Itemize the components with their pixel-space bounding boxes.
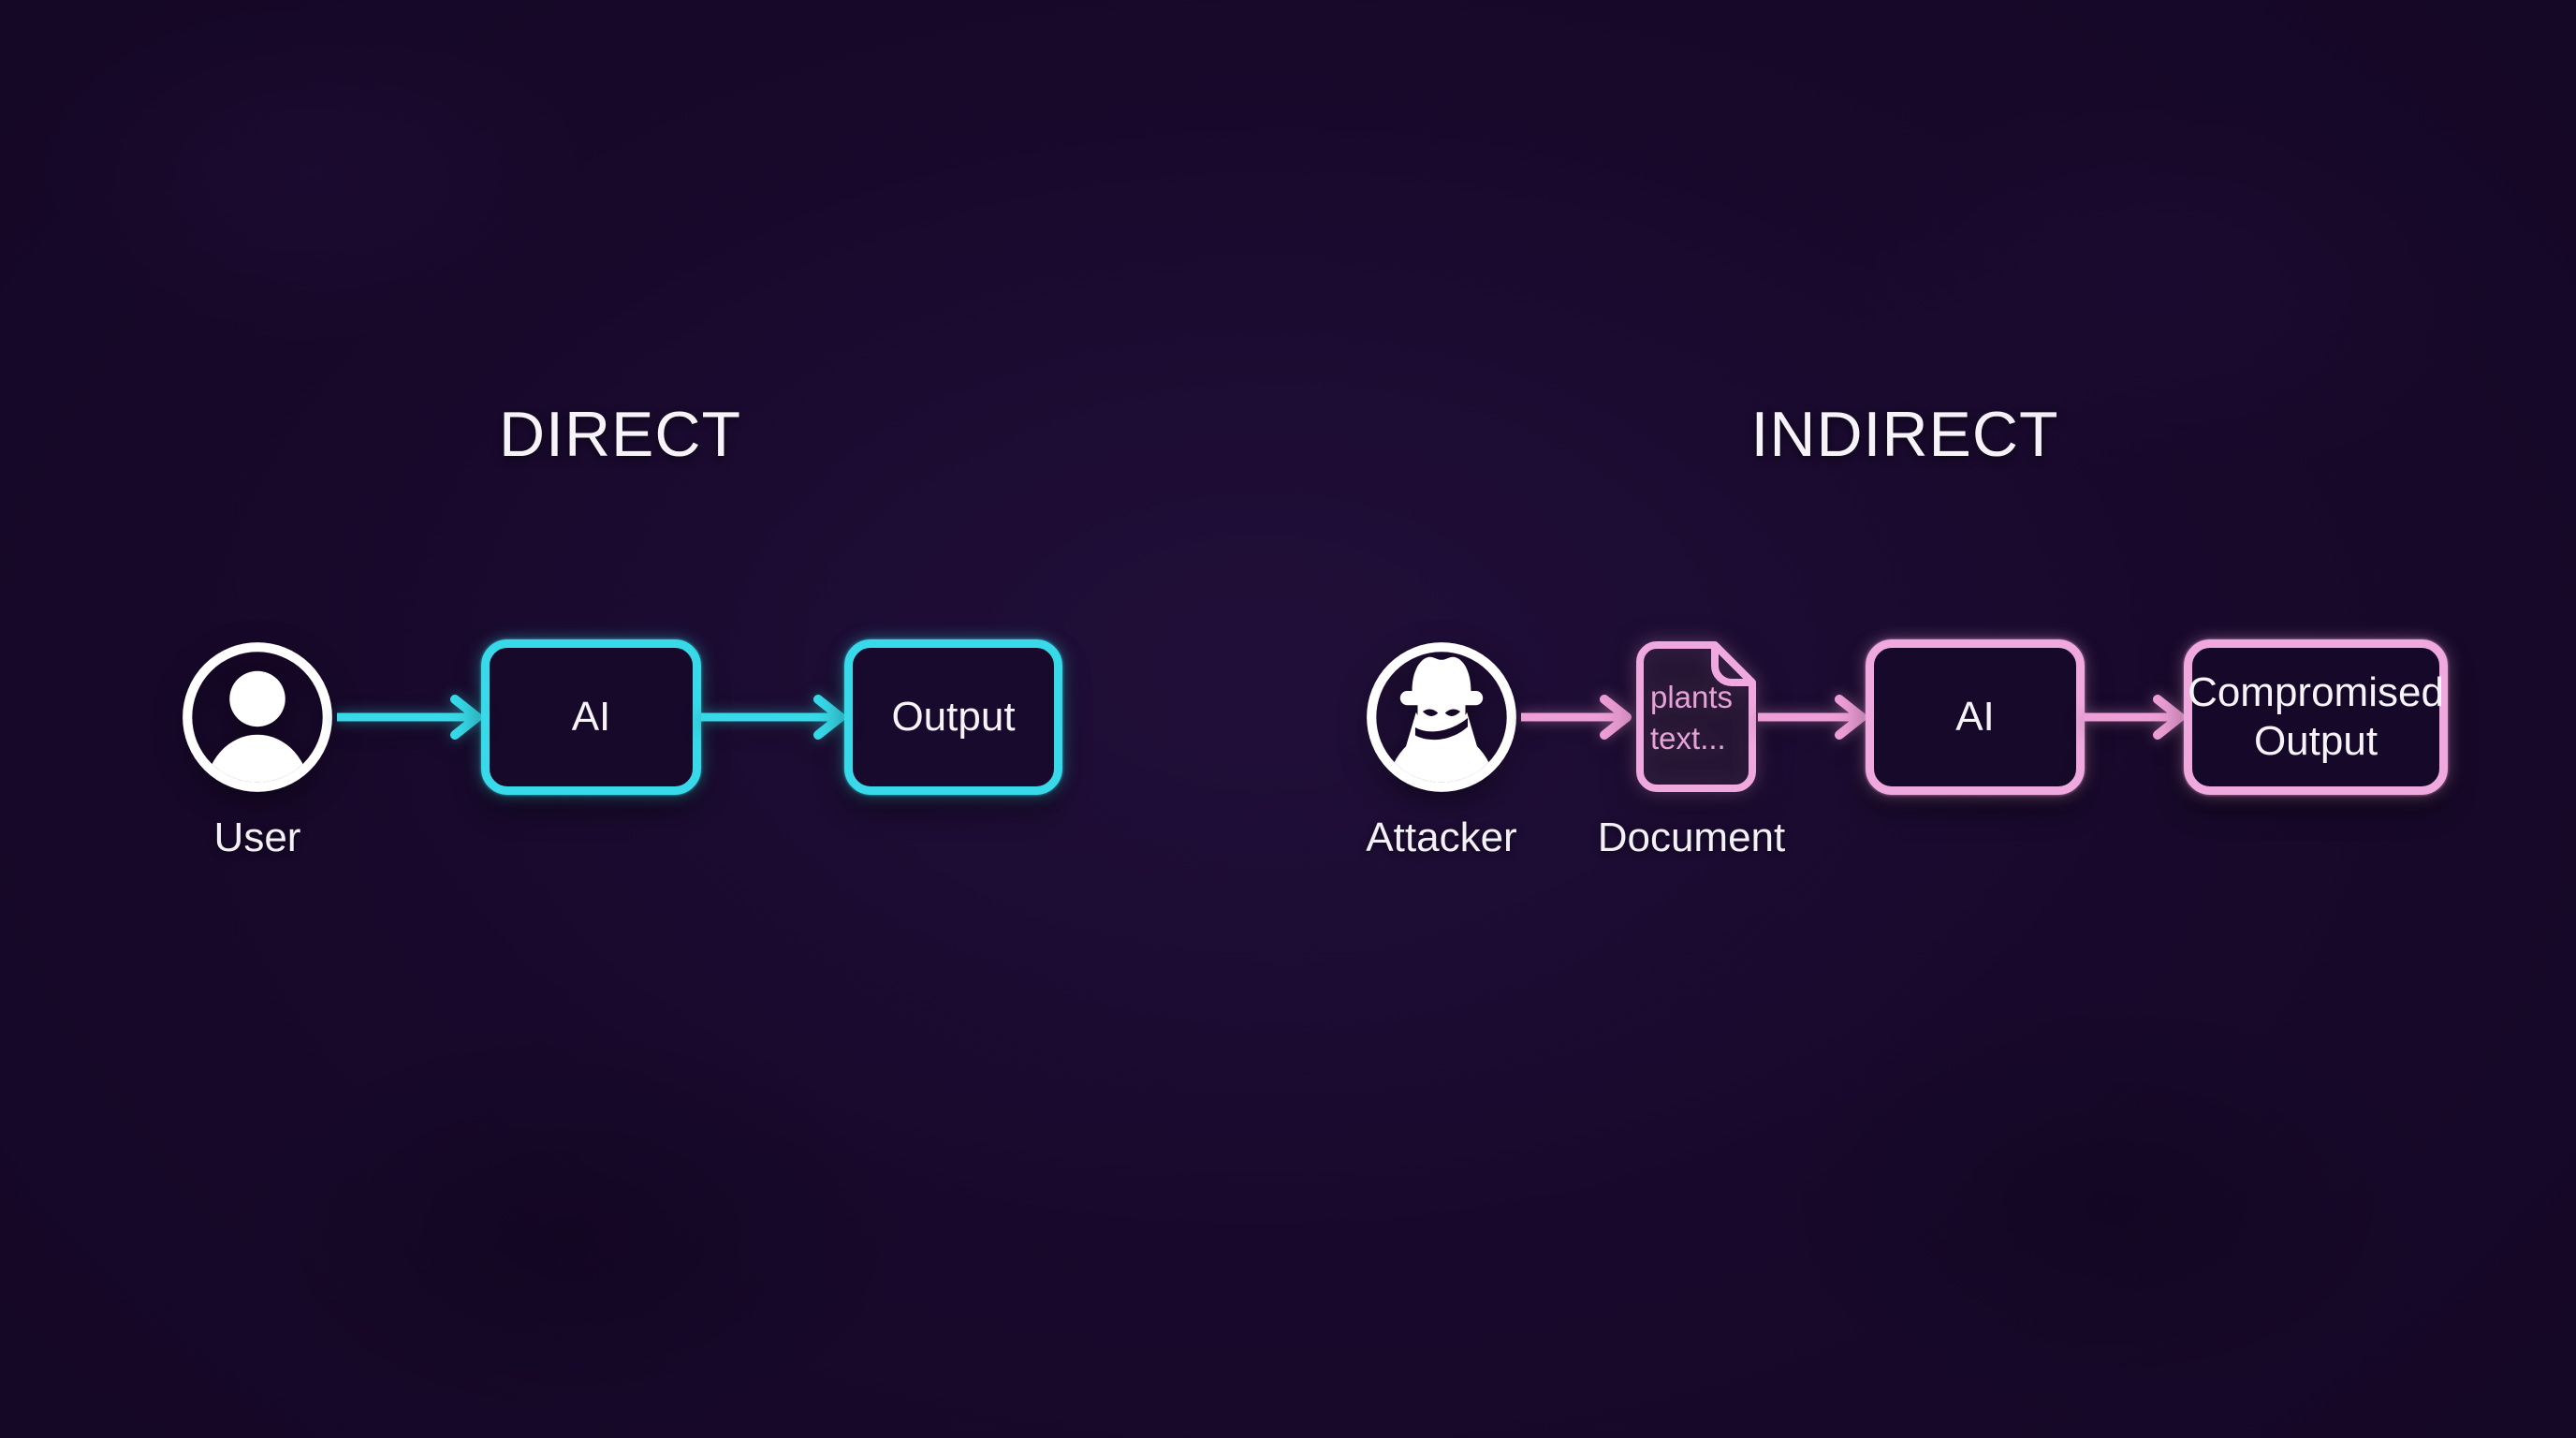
arrow-attacker-to-document bbox=[1519, 691, 1632, 743]
indirect-ai-box: AI bbox=[1866, 639, 2085, 795]
arrow-ai-to-compromised-output bbox=[2083, 691, 2186, 743]
document-planted-text: plants text... bbox=[1650, 679, 1734, 756]
direct-panel-title: DIRECT bbox=[498, 399, 742, 470]
output-box: Output bbox=[844, 639, 1062, 795]
compromised-output-box: Compromised Output bbox=[2184, 639, 2448, 795]
attacker-label: Attacker bbox=[1366, 814, 1517, 860]
user-label: User bbox=[213, 814, 301, 860]
document-label: Document bbox=[1597, 814, 1786, 860]
arrow-ai-to-output bbox=[699, 691, 846, 743]
indirect-ai-label: AI bbox=[1955, 694, 1995, 741]
document-icon: plants text... bbox=[1631, 639, 1758, 796]
direct-ai-box: AI bbox=[481, 639, 701, 795]
user-icon bbox=[178, 638, 337, 797]
output-label: Output bbox=[891, 694, 1016, 741]
direct-ai-label: AI bbox=[571, 694, 611, 741]
compromised-output-label: Compromised Output bbox=[2188, 669, 2444, 764]
arrow-document-to-ai bbox=[1756, 691, 1867, 743]
attacker-icon bbox=[1362, 638, 1521, 797]
arrow-user-to-ai bbox=[335, 691, 483, 743]
indirect-panel-title: INDIRECT bbox=[1750, 399, 2059, 470]
